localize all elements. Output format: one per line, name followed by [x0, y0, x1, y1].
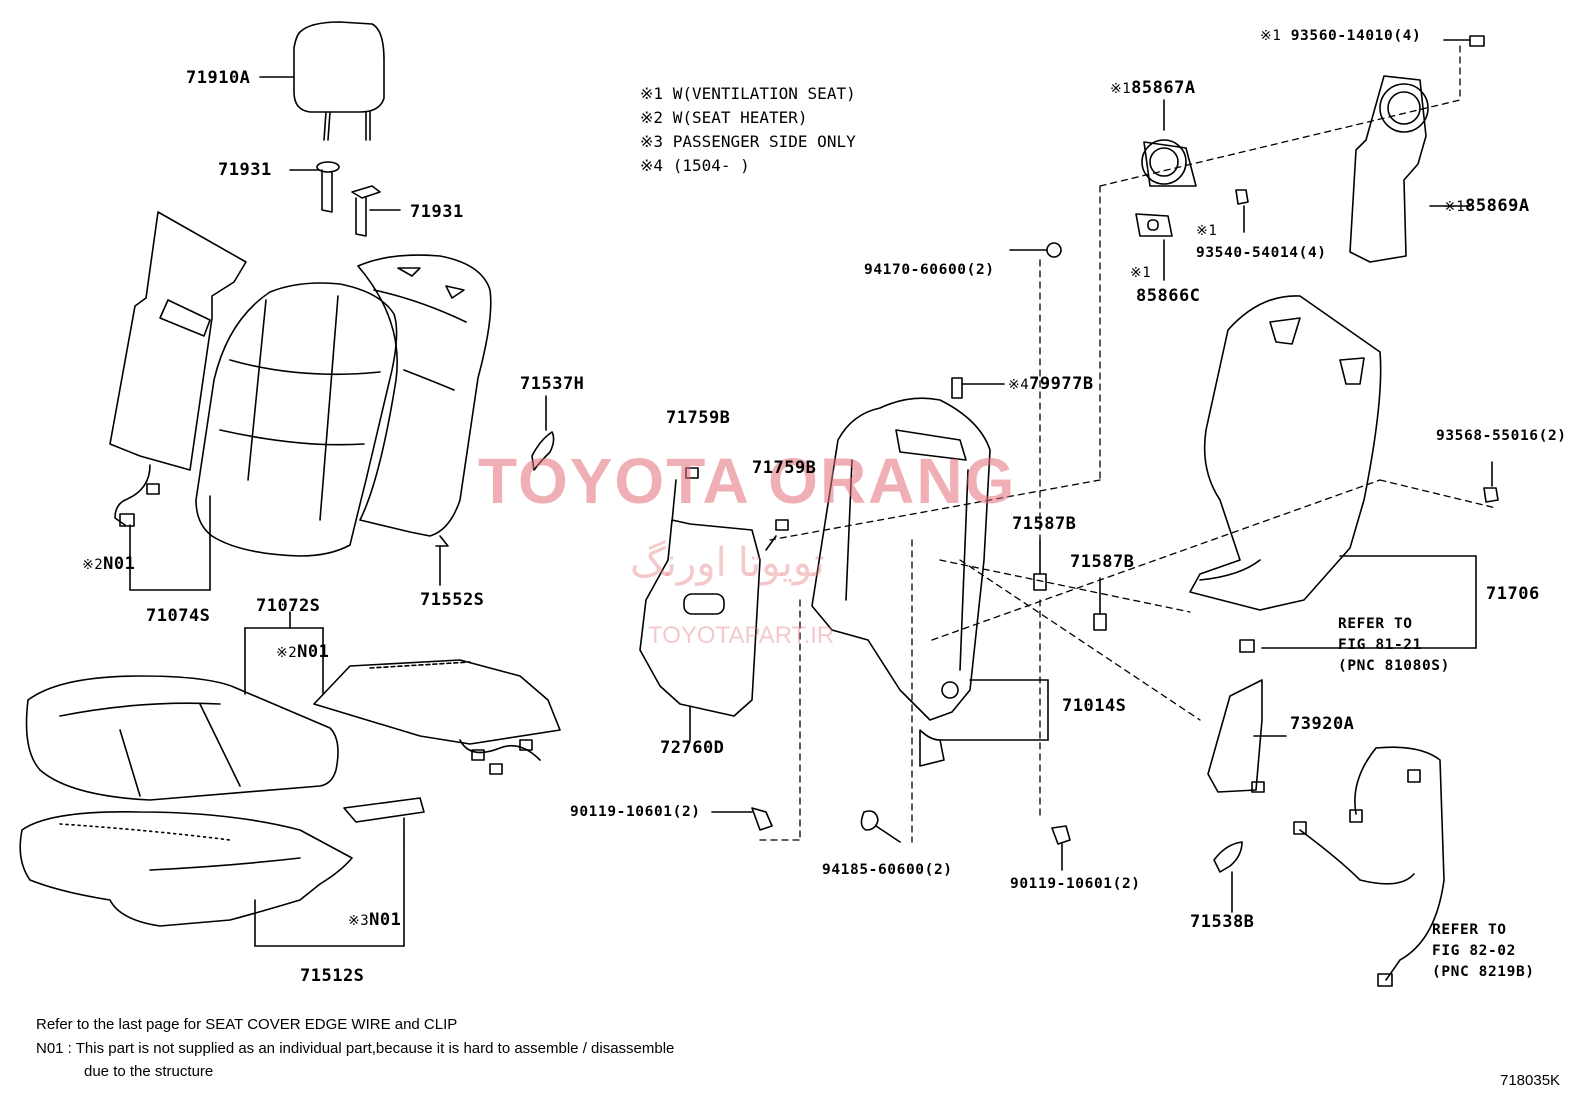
- legend-item: ※1 W(VENTILATION SEAT): [640, 84, 856, 103]
- part-label-85866c-number: 85866C: [1136, 286, 1201, 306]
- seat-cushion-pad-drawing: [19, 811, 405, 947]
- part-label-71759b: 71759B: [666, 408, 731, 428]
- legend: ※1 W(VENTILATION SEAT) ※2 W(SEAT HEATER)…: [640, 84, 856, 180]
- legend-item: ※4 (1504- ): [640, 156, 750, 175]
- part-label-73920a: 73920A: [1290, 714, 1355, 734]
- part-label-71537h: 71537H: [520, 374, 585, 394]
- part-label-71910a: 71910A: [186, 68, 251, 88]
- part-label-71931: 71931: [218, 160, 272, 180]
- footnote-n01-cont: due to the structure: [84, 1063, 214, 1080]
- air-duct-drawing: [1349, 75, 1471, 263]
- footnote-n01: N01 : This part is not supplied as an in…: [36, 1040, 675, 1057]
- wire-harness-drawing: [1293, 746, 1445, 987]
- part-label-n01: ※3N01: [348, 910, 402, 930]
- headrest-drawing: [293, 21, 385, 141]
- part-label-85869a: ※185869A: [1444, 196, 1530, 216]
- part-label-n01: ※2N01: [82, 554, 136, 574]
- part-label-71759b: 71759B: [752, 458, 817, 478]
- part-label-71072s: 71072S: [256, 596, 321, 616]
- seatback-board-drawing: [1189, 295, 1477, 653]
- clip-79977b-drawing: [951, 377, 963, 399]
- part-label-93568: 93568-55016(2): [1436, 428, 1567, 444]
- seatback-pad-drawing: [357, 254, 492, 586]
- bolt-drawing: [711, 35, 1499, 871]
- part-label-71931: 71931: [410, 202, 464, 222]
- part-label-94185: 94185-60600(2): [822, 862, 953, 878]
- part-label-79977b: ※479977B: [1008, 374, 1094, 394]
- dashed-leaders: [759, 45, 1497, 843]
- passenger-sensor-drawing: [343, 797, 425, 841]
- figure-code: 718035K: [1500, 1072, 1561, 1089]
- part-label-71074s: 71074S: [146, 606, 211, 626]
- clip-71587b-drawing: [1033, 573, 1047, 591]
- part-label-71512s: 71512S: [300, 966, 365, 986]
- footnote-edge-wire: Refer to the last page for SEAT COVER ED…: [36, 1016, 458, 1033]
- part-label-85866c: ※1: [1130, 265, 1152, 281]
- seatback-frame-drawing: [811, 397, 1049, 767]
- part-label-71706: 71706: [1486, 584, 1540, 604]
- seatback-heater-pad-drawing: [109, 211, 247, 527]
- legend-item: ※3 PASSENGER SIDE ONLY: [640, 132, 856, 151]
- part-label-71538b: 71538B: [1190, 912, 1255, 932]
- part-label-90119: 90119-10601(2): [1010, 876, 1141, 892]
- part-label-71014s: 71014S: [1062, 696, 1127, 716]
- legend-item: ※2 W(SEAT HEATER): [640, 108, 808, 127]
- part-label-71587b: 71587B: [1012, 514, 1077, 534]
- part-label-94170: 94170-60600(2): [864, 262, 995, 278]
- seatback-cover-drawing: [129, 282, 398, 591]
- part-label-90119: 90119-10601(2): [570, 804, 701, 820]
- cushion-heater-pad-drawing: [313, 659, 561, 775]
- part-label-93560: ※1 93560-14010(4): [1260, 28, 1422, 44]
- part-label-72760d: 72760D: [660, 738, 725, 758]
- side-trim-drawing: [1207, 679, 1287, 793]
- lumbar-support-drawing: [639, 467, 789, 741]
- clip-71538b-drawing: [1213, 841, 1243, 873]
- part-label-71552s: 71552S: [420, 590, 485, 610]
- fan-motor-drawing: [1135, 99, 1197, 281]
- headrest-guide-drawing: [259, 76, 401, 237]
- clip-71537h-drawing: [531, 431, 555, 471]
- part-label-71587b: 71587B: [1070, 552, 1135, 572]
- seat-cushion-cover-drawing: [25, 611, 339, 801]
- part-label-n01: ※2N01: [276, 642, 330, 662]
- part-label-85867a: ※185867A: [1110, 78, 1196, 98]
